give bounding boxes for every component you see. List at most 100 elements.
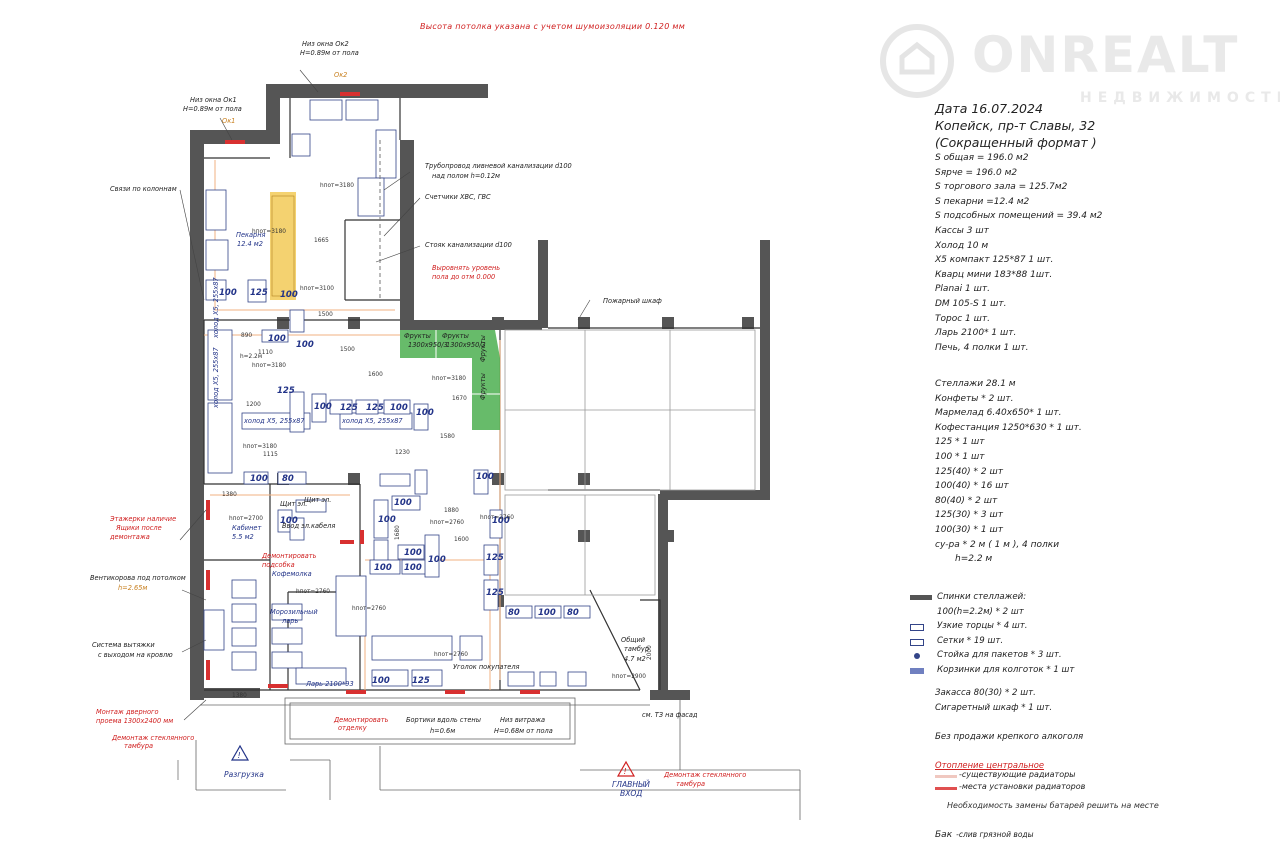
plan-label: Ввод эл.кабеля	[282, 522, 336, 530]
plan-label: Бортики вдоль стены	[406, 716, 481, 724]
dimension-label: hпот=3180	[243, 444, 277, 450]
dimension-label: 1600	[454, 537, 469, 543]
plan-label: Ларь 2100*93	[306, 680, 354, 688]
plan-label: 1300х950/3	[446, 341, 486, 349]
plan-label: Низ окна Ок1	[190, 96, 237, 104]
shelf-size-label: 100	[296, 340, 314, 350]
dimension-label: 2000	[647, 645, 653, 660]
shelf-size-label: 80	[508, 608, 520, 618]
legend-row: Сетки * 19 шт.	[910, 636, 1250, 651]
shelf-size-label: 100	[372, 676, 390, 686]
spec-line: S общая = 196.0 м2	[935, 153, 1029, 163]
shelf-size-label: 100	[394, 498, 412, 508]
heating-note: Необходимость замены батарей решить на м…	[947, 801, 1159, 810]
spec-line: Кварц мини 183*88 1шт.	[935, 269, 1053, 280]
plan-label: Ок2	[334, 71, 348, 79]
plan-label: Пожарный шкаф	[603, 297, 662, 305]
spec-line: Х5 компакт 125*87 1 шт.	[935, 255, 1054, 266]
shelf-size-label: 100	[404, 563, 422, 573]
plan-label: над полом h=0.12м	[432, 172, 501, 180]
shelf-size-label: 100	[428, 555, 446, 565]
dimension-label: 1380	[222, 492, 237, 498]
house-icon	[899, 41, 935, 75]
shelf-size-label: 125	[486, 588, 504, 598]
plan-label: Фрукты	[479, 335, 487, 362]
shelving-units	[203, 99, 591, 685]
plan-label: Вентикорова под потолком	[90, 574, 186, 582]
sales-hall-grid	[504, 329, 756, 596]
shelf-size-label: 125	[277, 386, 295, 396]
plan-label: Монтаж дверного	[96, 708, 159, 716]
fruit-display	[400, 330, 500, 430]
shelf-size-label: 125	[412, 676, 430, 686]
dimension-label: 1380	[232, 693, 247, 699]
dimension-label: 1670	[452, 396, 467, 402]
dimension-label: hпот=2760	[430, 520, 464, 526]
logo-subtitle: НЕДВИЖИМОСТЬ	[1080, 90, 1280, 106]
heating-row: -существующие радиаторы	[935, 770, 1255, 782]
legend-text: Корзинки для колготок * 1 шт	[937, 664, 1075, 675]
equipment-line: h=2.2 м	[955, 554, 993, 565]
dimension-label: 1500	[340, 347, 355, 353]
warning-triangle-icon: !	[230, 744, 250, 761]
plan-label: Фрукты	[404, 332, 431, 340]
heating-legend: Отопление центральное -существующие ради…	[935, 760, 1255, 810]
plan-label: Общий	[621, 636, 646, 644]
plan-label: 12.4 м2	[237, 240, 263, 248]
shelf-size-label: 125	[340, 403, 358, 413]
plan-label: холод Х5, 255х87	[212, 277, 220, 338]
equipment-line: Стеллажи 28.1 м	[935, 379, 1016, 389]
logo-wordmark: ONREALT	[972, 26, 1240, 84]
dimension-label: 1200	[246, 402, 261, 408]
plan-label: H=0.89м от пола	[300, 49, 359, 57]
dimension-label: hпот=2760	[434, 652, 468, 658]
legend-text: Спинки стеллажей:	[937, 592, 1027, 602]
project-date: Дата 16.07.2024	[935, 101, 1043, 116]
plan-label: Демонтаж стеклянного	[112, 734, 195, 742]
plan-label: Фрукты	[479, 373, 487, 400]
plan-label: холод Х5, 255х87	[212, 347, 220, 408]
dimension-label: 1500	[318, 312, 333, 318]
shelf-size-label: 100	[390, 403, 408, 413]
dimension-label: 1680	[395, 525, 401, 540]
plan-label: пола до отм 0.000	[432, 273, 496, 281]
project-format: (Сокращенный формат )	[935, 135, 1097, 150]
shelf-size-label: 100	[416, 408, 434, 418]
project-address: Копейск, пр-т Славы, 32	[935, 118, 1096, 133]
shelf-size-label: 100	[476, 472, 494, 482]
exterior-walls	[190, 84, 770, 700]
legend-row: Спинки стеллажей:	[910, 592, 1250, 607]
shelf-size-label: 100	[374, 563, 392, 573]
spec-line: DM 105-S 1 шт.	[935, 298, 1007, 309]
plan-label: ларь	[282, 617, 299, 625]
spec-line: S пекарни =12.4 м2	[935, 196, 1030, 207]
legend-swatch-icon	[914, 653, 920, 659]
onrealt-logo: ONREALT НЕДВИЖИМОСТЬ	[880, 24, 1280, 114]
plan-label: Демонтировать	[334, 716, 389, 724]
plan-label: Уголок покупателя	[453, 663, 520, 671]
dimension-label: 1115	[263, 452, 278, 458]
plan-label: H=0.89м от пола	[183, 105, 242, 113]
dimension-label: hпот=3100	[300, 286, 334, 292]
legend-text: 100(h=2.2м) * 2 шт	[937, 606, 1024, 617]
facade-vitrine	[195, 697, 801, 820]
spec-line: Печь, 4 полки 1 шт.	[935, 342, 1029, 353]
legend-swatch-icon	[910, 624, 924, 631]
floor-plan-drawing: ! !	[177, 69, 801, 820]
shelf-size-label: 100	[219, 288, 237, 298]
project-info: Дата 16.07.2024 Копейск, пр-т Славы, 32 …	[935, 100, 1255, 355]
radiator-swatch-icon	[935, 787, 957, 790]
dimension-label: hпот=3180	[320, 183, 354, 189]
plan-label: 1300х950/3	[408, 341, 448, 349]
plan-label: Ящики после	[116, 524, 162, 532]
freezer-chest	[335, 575, 367, 637]
dimension-label: hпот=2700	[229, 516, 263, 522]
plan-label: тамбур	[624, 645, 650, 653]
dimension-label: 1880	[444, 508, 459, 514]
shelf-size-label: 100	[404, 548, 422, 558]
plan-label: проема 1300х2400 мм	[96, 717, 174, 725]
legend-swatch-icon	[910, 638, 924, 646]
